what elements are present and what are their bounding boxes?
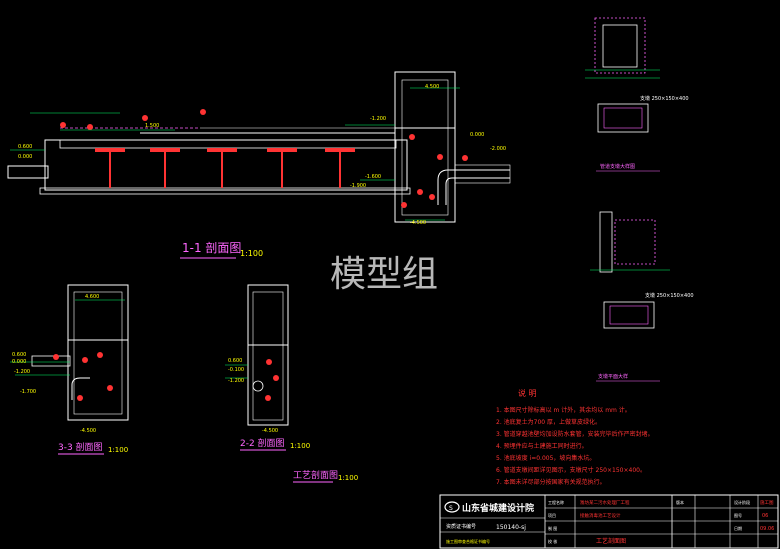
date-value: 09.06 [760, 526, 774, 532]
outlet-stub [454, 164, 511, 184]
section-1-scale: 1:100 [240, 249, 263, 258]
detail-b: 支墩 250×150×400 支墩平面大样 [590, 211, 694, 382]
note-item: 6. 管道支墩间距详见图示，支墩尺寸 250×150×400。 [496, 466, 646, 474]
elev-label: -4.500 [262, 428, 278, 434]
project-name-label: 工程名称 [548, 499, 564, 505]
pipe-supports [95, 148, 355, 188]
inlet-pipe [7, 165, 49, 179]
pipe-bend [71, 377, 90, 400]
section-2-title: 2-2 剖面图 [240, 437, 285, 449]
tank-top-wall [59, 139, 397, 149]
elev-label: 1.500 [145, 123, 159, 129]
section-3-title: 3-3 剖面图 [58, 441, 103, 453]
stage-value: 施工图 [760, 499, 774, 506]
tank-outline [67, 284, 129, 421]
process-section-title: 工艺剖面图 [293, 469, 338, 481]
tank-inner [73, 291, 123, 415]
outlet-pipe [437, 169, 510, 205]
elev-label: 4.500 [425, 84, 439, 90]
note-item: 5. 池底坡度 i=0.005，坡向集水坑。 [496, 454, 595, 462]
section-2-scale: 1:100 [290, 442, 310, 450]
date-label: 日期 [734, 525, 742, 531]
sheet-label: 图号 [734, 512, 742, 518]
stage-label: 设计阶段 [734, 499, 750, 505]
watermark-text: 模型组 [330, 254, 438, 295]
notes-heading: 说 明 [518, 388, 537, 398]
section-3-3-drawing: 4.600 0.600 0.000 -1.200 -1.700 -4.500 3… [10, 284, 129, 455]
valve-markers [53, 352, 113, 401]
elev-label: -1.200 [370, 116, 386, 122]
detail-a-label: 支墩 250×150×400 [640, 95, 689, 102]
revision-label: 版本 [676, 499, 684, 505]
process-section-scale: 1:100 [338, 474, 358, 482]
svg-text:S: S [449, 505, 453, 512]
dimension-lines [10, 87, 460, 221]
section-2-2-drawing: 0.600 -0.100 -1.200 -4.500 2-2 剖面图 1:100 [225, 284, 310, 451]
note-item: 7. 本图未详尽部分按国家有关规范执行。 [496, 478, 606, 486]
sheet-value: 06 [762, 513, 768, 519]
project-number: 150140-sj [496, 524, 526, 531]
elev-label: 0.000 [470, 132, 484, 138]
tank-inner [252, 291, 284, 421]
section-3-elevations: 4.600 0.600 0.000 -1.200 -1.700 -4.500 [12, 294, 99, 434]
dimension-lines [10, 299, 125, 376]
elev-label: -0.100 [228, 367, 244, 373]
tower-outline [394, 71, 456, 223]
elev-label: -1.600 [365, 174, 381, 180]
section-1-1-drawing: 0.600 0.000 -1.200 1.500 4.500 -1.600 -1… [7, 71, 511, 259]
drawing-title: 工艺剖面图 [596, 537, 626, 545]
section-1-elevations: 0.600 0.000 -1.200 1.500 4.500 -1.600 -1… [18, 84, 506, 226]
elev-label: -1.900 [350, 183, 366, 189]
elev-label: -4.500 [410, 220, 426, 226]
item-label: 项目 [548, 512, 556, 518]
dimension-lines [225, 364, 248, 379]
inlet-pipe [31, 355, 71, 367]
company-name: 山东省城建设计院 [462, 502, 534, 514]
checked-label: 校 核 [548, 538, 557, 544]
note-item: 4. 预埋件应与土建施工同时进行。 [496, 442, 588, 450]
elev-label: 4.600 [85, 294, 99, 300]
elev-label: 0.600 [12, 352, 26, 358]
section-2-elevations: 0.600 -0.100 -1.200 -4.500 [228, 358, 278, 434]
project-name: 潍坊某二污水处理厂工程 [580, 499, 630, 506]
tower-inner [401, 79, 449, 216]
note-item: 1. 本图尺寸除标高以 m 计外，其余均以 mm 计。 [496, 406, 631, 414]
drawn-label: 制 图 [548, 525, 557, 531]
tank-outline [247, 284, 289, 426]
review-label: 施工图审查合格证书编号 [446, 538, 490, 544]
elev-label: -1.200 [14, 369, 30, 375]
detail-a-caption: 管道支墩大样图 [600, 163, 635, 170]
elev-label: -1.200 [228, 378, 244, 384]
note-item: 3. 管道穿越池壁均加设防水套管，安装完毕后作严密封堵。 [496, 430, 654, 438]
note-item: 2. 池底复土为700 厚，上做草皮绿化。 [496, 418, 601, 426]
title-block: S 山东省城建设计院 资质证书编号 150140-sj 施工图审查合格证书编号 … [439, 494, 779, 549]
detail-b-label: 支墩 250×150×400 [645, 292, 694, 299]
notes-block: 说 明 1. 本图尺寸除标高以 m 计外，其余均以 mm 计。 2. 池底复土为… [496, 388, 654, 486]
valve-markers [265, 359, 279, 401]
detail-b-caption: 支墩平面大样 [598, 373, 628, 380]
elev-label: -1.700 [20, 389, 36, 395]
elev-label: 0.000 [12, 359, 26, 365]
pipe-section [252, 380, 264, 392]
valve-markers [60, 109, 468, 208]
section-3-scale: 1:100 [108, 446, 128, 454]
elev-label: -4.500 [80, 428, 96, 434]
detail-a: 支墩 250×150×400 管道支墩大样图 [585, 17, 689, 172]
section-1-title: 1-1 剖面图 [182, 241, 241, 255]
qualification-label: 资质证书编号 [446, 523, 476, 530]
elev-label: 0.000 [18, 154, 32, 160]
company-logo-icon: S [444, 501, 460, 513]
elev-label: -2.000 [490, 146, 506, 152]
tank-bottom-slab [39, 187, 411, 195]
elev-label: 0.600 [228, 358, 242, 364]
elev-label: 0.600 [18, 144, 32, 150]
item-name: 接触消毒池工艺设计 [580, 512, 621, 519]
